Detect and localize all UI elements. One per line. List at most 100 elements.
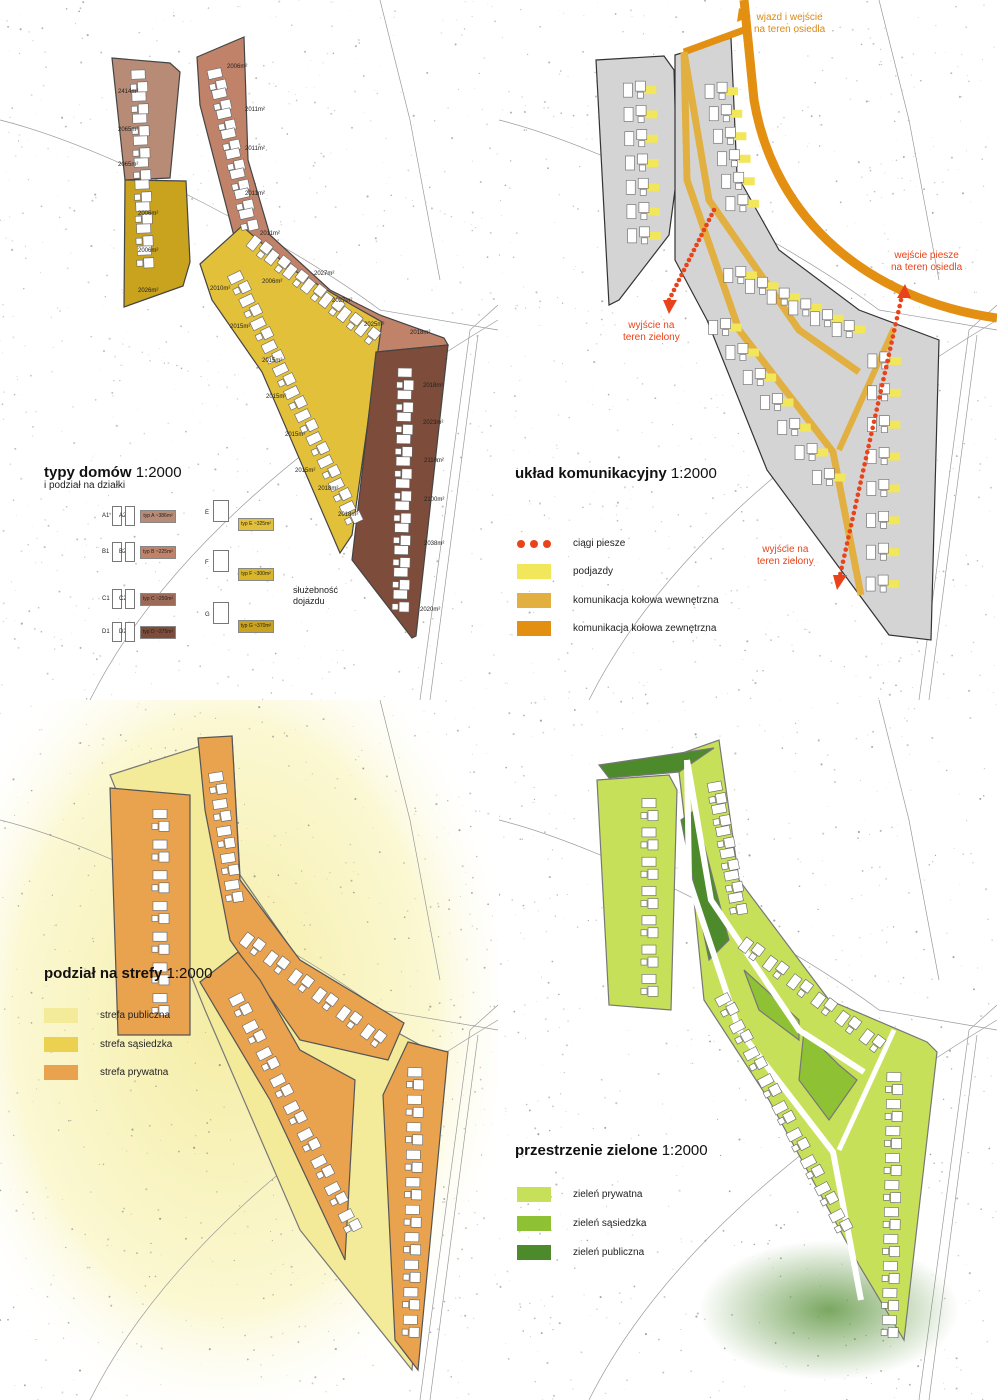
house <box>757 1073 783 1099</box>
driveway <box>816 448 829 457</box>
house <box>884 1099 903 1122</box>
house <box>317 291 346 317</box>
house <box>723 266 747 284</box>
house <box>402 1259 421 1283</box>
arrow-up-icon <box>897 284 911 298</box>
plot-area-label: 2018m² <box>410 330 431 336</box>
house <box>224 147 246 172</box>
house <box>885 1072 904 1095</box>
plot-area-label: 2011m² <box>260 231 280 237</box>
legend-external-roads: komunikacja kołowa zewnętrzna <box>517 621 716 636</box>
driveway <box>798 423 811 432</box>
house <box>405 1094 424 1118</box>
house <box>133 157 152 181</box>
annotation-green-exit-1: wyjście na teren zielony <box>623 320 680 343</box>
type-code: F <box>205 560 209 566</box>
arrow-down-icon <box>663 300 677 314</box>
house <box>640 798 659 821</box>
driveway <box>646 159 659 167</box>
house <box>742 368 766 386</box>
house <box>151 962 170 986</box>
plot-area-label: 2414m² <box>118 89 139 95</box>
house <box>238 207 260 232</box>
plot-area-label: 2025m² <box>364 322 385 328</box>
house <box>335 1004 364 1030</box>
legend-neighbour-zone: strefa sąsiedzka <box>44 1037 172 1052</box>
type-code: D2 <box>119 629 127 635</box>
house <box>216 825 236 849</box>
public-green-north <box>597 747 715 779</box>
legend-public-green: zieleń publiczna <box>517 1245 644 1260</box>
type-code: E <box>205 510 210 516</box>
plot-area-label: 2006m² <box>262 279 283 285</box>
internal-road <box>836 326 897 452</box>
type-label-box: typ B ~225m² <box>140 546 176 559</box>
easement-label: służebność dojazdu <box>293 585 339 606</box>
type-label-box: typ C ~250m² <box>140 593 176 606</box>
type-label-box: typ F ~300m² <box>238 568 274 581</box>
house <box>858 1028 887 1054</box>
house <box>761 954 790 980</box>
house <box>245 234 274 260</box>
driveway <box>746 348 759 357</box>
house <box>828 1208 854 1234</box>
house <box>287 968 316 994</box>
legend-neighbour-green: zieleń sąsiedzka <box>517 1216 646 1231</box>
house <box>281 262 310 288</box>
driveway <box>888 356 901 365</box>
house <box>640 856 659 880</box>
house <box>151 931 170 955</box>
house <box>228 992 254 1018</box>
house <box>282 385 308 411</box>
plot-area-label: 2026m² <box>138 288 159 294</box>
panel-green-spaces: przestrzenie zielone 1:2000 zieleń prywa… <box>499 700 997 1400</box>
annotation-green-exit-2: wyjście na teren zielony <box>757 544 814 567</box>
plot-area-label: 2018m² <box>338 512 359 518</box>
house <box>151 993 170 1016</box>
house <box>135 223 154 247</box>
house <box>238 931 267 957</box>
house <box>327 477 353 503</box>
house <box>708 104 732 123</box>
type-code: C2 <box>119 596 127 602</box>
circulation-map <box>499 0 997 700</box>
house-plan-icon <box>112 542 122 562</box>
house-plan-icon <box>125 589 135 609</box>
house <box>624 129 648 148</box>
house <box>623 80 646 99</box>
house <box>229 167 251 192</box>
house <box>323 1181 349 1207</box>
house <box>212 798 232 822</box>
house <box>708 318 731 336</box>
house <box>299 277 328 303</box>
plot-area-label: 2065m² <box>118 127 139 133</box>
house-plan-icon <box>213 550 229 572</box>
house <box>296 1127 322 1153</box>
house <box>282 1100 308 1126</box>
plot-strip-g <box>123 179 191 308</box>
type-code: B1 <box>102 549 110 555</box>
house <box>396 367 415 391</box>
driveway <box>647 207 660 216</box>
house <box>745 276 768 295</box>
house <box>771 1100 797 1126</box>
house <box>211 87 233 112</box>
house <box>227 270 252 296</box>
house <box>881 1288 900 1311</box>
house <box>723 869 744 894</box>
house <box>623 105 647 123</box>
house <box>405 1122 424 1146</box>
house <box>402 1287 421 1311</box>
house <box>725 343 749 361</box>
house <box>262 949 291 975</box>
external-road <box>682 26 746 56</box>
legend-driveways: podjazdy <box>517 564 613 579</box>
house <box>393 500 412 524</box>
type-code: G <box>205 612 210 618</box>
house <box>704 81 728 100</box>
house <box>725 194 749 213</box>
type-label-box: typ A ~386m² <box>140 510 176 523</box>
house <box>882 1207 901 1230</box>
driveway <box>734 132 747 141</box>
